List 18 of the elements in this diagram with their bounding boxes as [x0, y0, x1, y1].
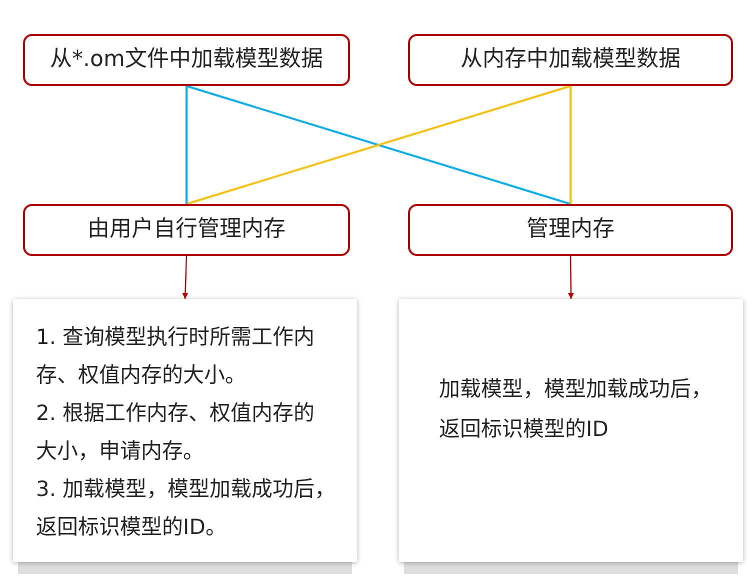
process-box: [23, 34, 350, 86]
step-text: 2. 根据工作内存、权值内存的大小，申请内存。: [36, 400, 316, 465]
box-label: 管理内存: [526, 216, 614, 244]
connector-line: [186, 86, 188, 204]
process-box: [408, 34, 733, 86]
box-label: 由用户自行管理内存: [88, 216, 286, 244]
connector-line: [570, 86, 572, 204]
process-box: [408, 204, 733, 256]
arrow: [568, 256, 574, 299]
arrow: [182, 256, 188, 300]
step-text: 3. 加载模型，模型加载成功后，返回标识模型的ID。: [36, 476, 337, 541]
process-box: [23, 204, 350, 256]
text-card: [399, 299, 743, 562]
description-text: 加载模型，模型加载成功后，返回标识模型的ID: [439, 376, 713, 443]
box-label: 从内存中加载模型数据: [460, 46, 680, 74]
text-card: [13, 299, 357, 562]
step-text: 1. 查询模型执行时所需工作内存、权值内存的大小。: [36, 324, 316, 389]
box-label: 从*.om文件中加载模型数据: [50, 46, 323, 74]
